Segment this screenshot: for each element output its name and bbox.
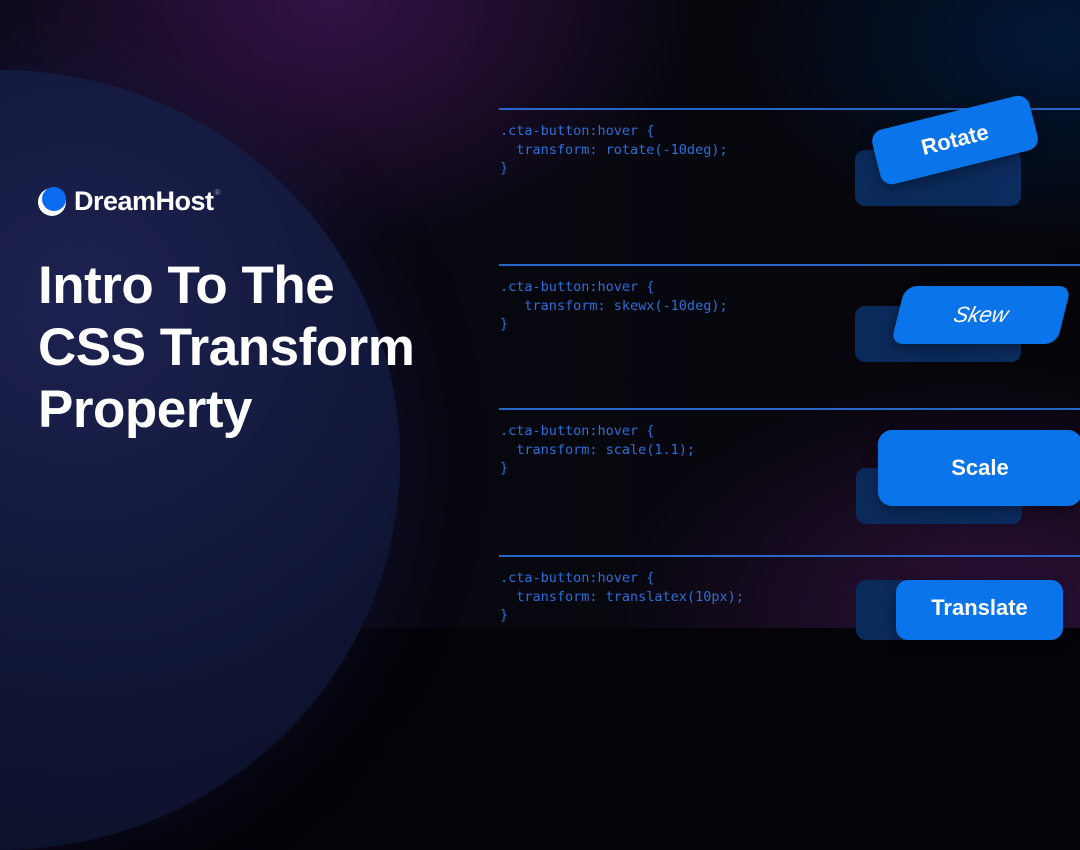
section-divider	[499, 108, 1080, 110]
section-divider	[499, 408, 1080, 410]
code-close: }	[500, 160, 509, 176]
scale-button-label: Scale	[951, 455, 1009, 480]
translate-button[interactable]: Translate	[896, 580, 1063, 640]
code-selector: .cta-button:hover {	[500, 423, 655, 439]
code-close: }	[500, 316, 509, 332]
skew-button[interactable]: Skew	[890, 286, 1072, 344]
example-skew: .cta-button:hover { transform: skewx(-10…	[499, 264, 1080, 334]
code-snippet: .cta-button:hover { transform: rotate(-1…	[500, 122, 1080, 178]
skew-button-label: Skew	[951, 302, 1012, 327]
dreamhost-logo: DreamHost ®	[38, 186, 220, 217]
code-close: }	[500, 460, 509, 476]
registered-mark: ®	[214, 188, 221, 197]
code-snippet: .cta-button:hover { transform: translate…	[500, 569, 1080, 625]
section-divider	[499, 264, 1080, 266]
code-snippet: .cta-button:hover { transform: scale(1.1…	[500, 422, 1080, 478]
title-line-2: CSS Transform	[38, 318, 415, 377]
crescent-moon-icon	[38, 186, 68, 217]
translate-button-label: Translate	[931, 595, 1028, 620]
example-rotate: .cta-button:hover { transform: rotate(-1…	[499, 108, 1080, 178]
code-rule: transform: skewx(-10deg);	[500, 297, 728, 314]
code-close: }	[500, 607, 509, 623]
code-selector: .cta-button:hover {	[500, 123, 655, 139]
code-rule: transform: scale(1.1);	[500, 441, 696, 458]
code-selector: .cta-button:hover {	[500, 279, 655, 295]
rotate-button-label: Rotate	[918, 119, 992, 160]
section-divider	[499, 555, 1080, 557]
brand-name: DreamHost	[74, 186, 214, 216]
code-rule: transform: translatex(10px);	[500, 588, 744, 605]
code-selector: .cta-button:hover {	[500, 570, 655, 586]
title-line-1: Intro To The	[38, 256, 335, 315]
code-rule: transform: rotate(-10deg);	[500, 141, 728, 158]
scale-button[interactable]: Scale	[878, 430, 1080, 506]
page-title: Intro To The CSS Transform Property	[38, 255, 415, 441]
title-line-3: Property	[38, 380, 252, 439]
code-snippet: .cta-button:hover { transform: skewx(-10…	[500, 278, 1080, 334]
example-translate: .cta-button:hover { transform: translate…	[499, 555, 1080, 625]
example-scale: .cta-button:hover { transform: scale(1.1…	[499, 408, 1080, 478]
